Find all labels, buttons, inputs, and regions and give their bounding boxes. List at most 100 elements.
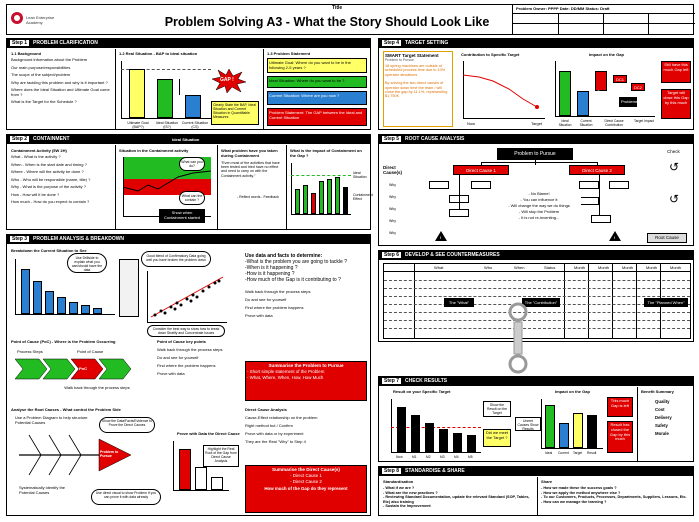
gap-tag: Gap	[597, 89, 605, 94]
bar-ultimate-goal	[129, 69, 145, 118]
poc-title: Point of Cause (PoC) - Where is the Prob…	[11, 339, 116, 344]
cloud-what-can-you-do: What can you do?	[179, 157, 205, 171]
question-item: Background information about the Problem	[11, 57, 88, 62]
poc-arrow-label: PoC	[79, 366, 87, 371]
unmet-causes-note: Unmet Causes Show Results	[515, 417, 541, 431]
contribution-label: The "Contribution"	[522, 298, 560, 307]
statement-ideal-text: Ideal Situation: Where do you want to be…	[269, 78, 345, 83]
step2-impact-chart	[291, 163, 351, 215]
gap-label: GAP !	[220, 77, 234, 83]
standardisation-items: - What if we are ? - What are the new pr…	[383, 486, 530, 509]
question-item: How - How will it be done ?	[11, 191, 60, 197]
header-bar: Lean Enterprise Academy Title Problem So…	[6, 4, 695, 35]
question-item: Why - What is the purpose of the activit…	[11, 184, 86, 189]
summary-problem-box: Summarise the Problem to Pursue - Short …	[245, 361, 367, 401]
direct-title: Direct Cause Analysis	[245, 407, 287, 412]
question-item: Where - Where will the activity be done …	[11, 169, 84, 174]
result-x: M4	[454, 455, 459, 459]
scatter-note: Good blend of Confirmatory Data going we…	[141, 251, 211, 267]
statement-current-text: Current Situation: Where are you now ?	[269, 93, 340, 98]
gap-closed-note: Result has closed the Gap by this much	[607, 421, 633, 453]
contribution-chart	[463, 61, 545, 119]
result-x: M1	[412, 455, 417, 459]
logo-text: Lean Enterprise Academy	[26, 15, 55, 25]
share-title: Share	[541, 479, 553, 484]
logo-mark-inner	[14, 15, 20, 21]
drillside-cloud: Use Drillside to explain what you can/sh…	[67, 253, 107, 273]
step2-quote-author: - Reflect words - Feedback	[237, 195, 279, 199]
why-box	[591, 215, 611, 223]
data-question: -When is it happening ?	[245, 265, 298, 271]
contribution-title: Contribution to Specific Target	[461, 52, 520, 57]
gap-result-x: Ideal	[545, 451, 553, 455]
summary-direct-box: Summarise the Direct Cause(s) - Direct C…	[245, 465, 367, 513]
data-question: -What is the problem you are going to ta…	[245, 259, 347, 265]
gap-left-note: Still have this much Gap left	[661, 61, 691, 83]
question-item: Where does the Ideal Situation and Ultim…	[11, 87, 110, 97]
question-item: The scope of the subject/problem	[11, 72, 71, 77]
bar-ideal-situation	[157, 79, 173, 118]
problems-tag: Problems	[621, 99, 638, 104]
gap-close-note: Target will close this Gap by this much	[661, 89, 691, 119]
question-item: What is the Target for the Schedule ?	[11, 99, 77, 104]
step1-callout: Clearly State the BAP, Ideal Situation a…	[211, 101, 259, 125]
gap-result-x: Result	[587, 451, 597, 455]
step2-chart-title: Situation in the Containment activity	[119, 148, 189, 153]
check-arrow-icon: ↺	[669, 192, 680, 206]
dc1-tag: DC1	[613, 75, 627, 83]
result-x: Now	[396, 455, 403, 459]
step1-questions: Background information about the Problem…	[11, 57, 111, 108]
result-x: M3	[440, 455, 445, 459]
bottom-note-2: Use direct visual to show Problem If you…	[91, 489, 161, 505]
warning-icon	[435, 231, 447, 241]
standardisation-title: Standardisation	[383, 479, 414, 484]
step2-impact-title: What is the impact of Containment on the…	[290, 148, 362, 158]
question-item: Why are tackling this problem and why is…	[11, 79, 108, 85]
why-label: Why	[389, 183, 396, 187]
picture-box	[119, 259, 139, 317]
planned-when-label: The "Planned When"	[644, 298, 688, 307]
step2-sub-heading: Ideal Situation	[172, 137, 200, 142]
direct-cause-2: Direct Cause 2	[569, 165, 625, 175]
benefit-items: Quality Cost Delivery Safety Morale	[655, 399, 672, 436]
result-chart	[391, 399, 481, 453]
what-label: The "What"	[444, 298, 474, 307]
data-question: -How is it happening ?	[245, 271, 295, 277]
poc-points-top: Walk back through the process steps Do a…	[245, 289, 311, 318]
result-note: Show the Result on the Target	[483, 401, 511, 417]
direct-note: Show the Data/Facts/Evidence to Prove th…	[99, 417, 155, 433]
step2-quote-title: What problem have you taken during Conta…	[221, 148, 278, 158]
direct-cause-1: Direct Cause 1	[453, 165, 509, 175]
question-item: Our main purpose/responsibilities	[11, 64, 71, 70]
contribution-x-now: Now	[467, 121, 476, 126]
contribution-x-target: Target	[531, 121, 543, 126]
gap-x-ideal: Ideal Situation	[558, 119, 572, 127]
impact-containment-label: Containment Effect	[353, 193, 373, 201]
target-trend	[463, 74, 539, 109]
page-title: Problem Solving A3 - What the Story Shou…	[164, 15, 490, 29]
statement-ideal: Ideal Situation: Where do you want to be…	[267, 76, 367, 88]
bar-label-ideal: Ideal Situation (IS?)	[155, 121, 179, 129]
logo: Lean Enterprise Academy	[11, 9, 71, 31]
header-grid: Problem Owner: PPPP Date: DD/MM Status: …	[512, 5, 695, 34]
process-steps-label: Process Steps	[17, 349, 43, 354]
analysis-title: Analyse the Root Causes - What control t…	[11, 407, 121, 412]
why-label: Why	[389, 219, 396, 223]
gap-result-title: Impact on the Gap	[555, 389, 590, 394]
why-box	[429, 181, 449, 189]
warning-icon	[609, 231, 621, 241]
gap-left-note: This much Gap is left	[607, 397, 633, 417]
result-x: M5	[468, 455, 473, 459]
containment-start-box: Show when Containment started	[159, 209, 205, 223]
why-box	[579, 197, 599, 205]
result-title: Result on your Specific Target	[393, 389, 451, 394]
why-box	[471, 181, 491, 189]
question-item: Who - Who will be responsible (name, tit…	[11, 176, 91, 182]
fishbone-note: Use a Problem Diagram to help structure …	[15, 415, 88, 425]
